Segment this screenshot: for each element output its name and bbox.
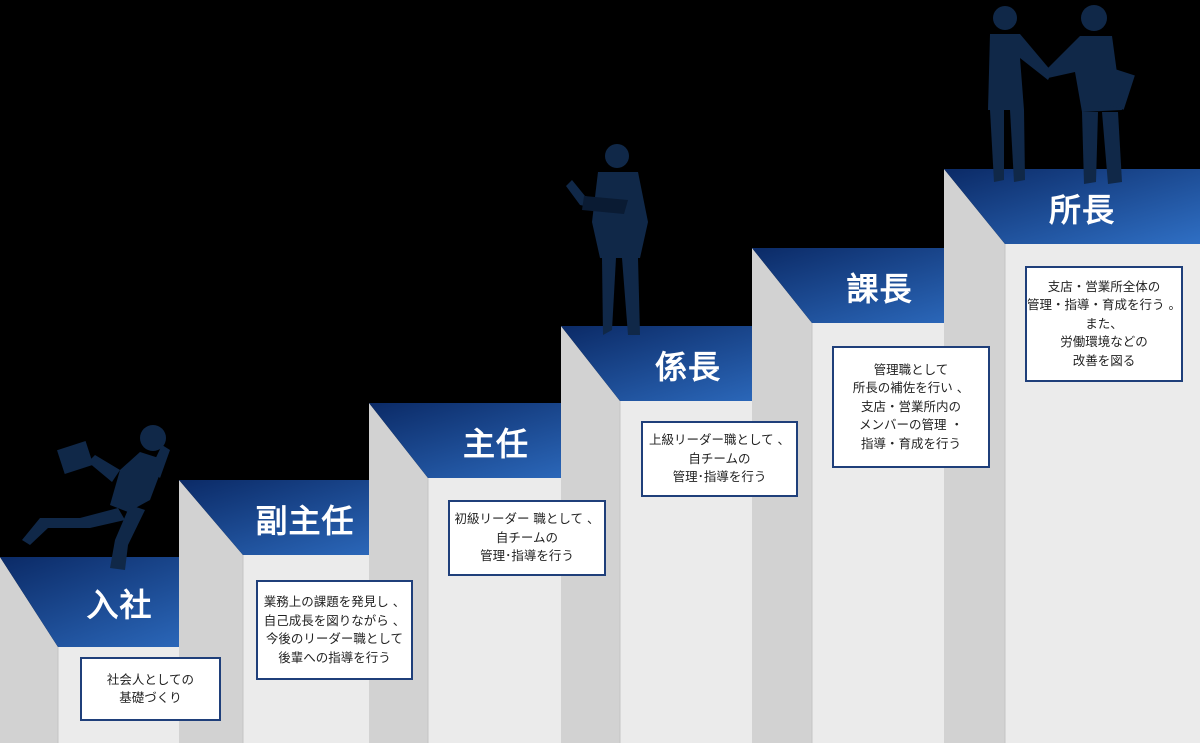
description-line: 後輩への指導を行う: [278, 649, 391, 665]
description-line: 改善を図る: [1072, 352, 1136, 368]
step-title-2: 副主任: [255, 501, 355, 540]
step-description-4: 上級リーダー職として 、自チームの管理･指導を行う: [641, 421, 798, 497]
description-line: 初級リーダー 職として 、: [454, 511, 600, 527]
step-side-1: [0, 557, 58, 743]
description-line: 支店・営業所内の: [860, 398, 961, 414]
step-description-3: 初級リーダー 職として 、自チームの管理･指導を行う: [448, 500, 606, 576]
step-tread-5: [752, 248, 1007, 323]
step-title-5: 課長: [846, 269, 913, 308]
description-line: 自チームの: [688, 450, 751, 466]
description-line: 指導・育成を行う: [860, 435, 961, 451]
handshake-silhouette: [988, 5, 1135, 184]
description-line: 業務上の課題を発見し 、: [263, 594, 406, 609]
description-line: 支店・営業所全体の: [1047, 278, 1161, 294]
step-description-2: 業務上の課題を発見し 、自己成長を図りながら 、今後のリーダー職として後輩への指…: [256, 580, 413, 680]
step-description-1: 社会人としての基礎づくり: [80, 657, 221, 721]
step-tread-4: [561, 326, 815, 401]
step-title-4: 係長: [654, 347, 721, 386]
step-description-5: 管理職として所長の補佐を行い 、支店・営業所内のメンバーの管理 ・指導・育成を行…: [832, 346, 990, 468]
runner-silhouette: [22, 425, 170, 570]
description-line: 社会人としての: [106, 671, 195, 687]
description-line: メンバーの管理 ・: [859, 417, 963, 433]
description-line: 基礎づくり: [119, 690, 182, 705]
description-line: 管理・指導・育成を行う 。: [1027, 297, 1181, 313]
description-line: 自チームの: [495, 529, 559, 545]
description-line: 自己成長を図りながら 、: [263, 612, 406, 628]
step-tread-2: [179, 480, 431, 555]
description-line: また、: [1085, 315, 1123, 331]
step-description-6: 支店・営業所全体の管理・指導・育成を行う 。また、労働環境などの改善を図る: [1025, 266, 1183, 382]
description-line: 上級リーダー職として 、: [648, 432, 791, 448]
step-title-1: 入社: [86, 586, 153, 624]
description-line: 管理･指導を行う: [480, 548, 574, 564]
description-line: 管理･指導を行う: [672, 469, 767, 485]
description-line: 管理職として: [873, 361, 949, 377]
step-tread-3: [369, 403, 623, 478]
description-line: 今後のリーダー職として: [265, 631, 404, 646]
description-line: 所長の補佐を行い 、: [852, 380, 970, 396]
step-tread-6: [944, 169, 1200, 244]
description-line: 労働環境などの: [1060, 334, 1148, 350]
step-title-3: 主任: [462, 424, 529, 463]
step-title-6: 所長: [1048, 190, 1115, 229]
reading-man-silhouette: [566, 144, 648, 335]
